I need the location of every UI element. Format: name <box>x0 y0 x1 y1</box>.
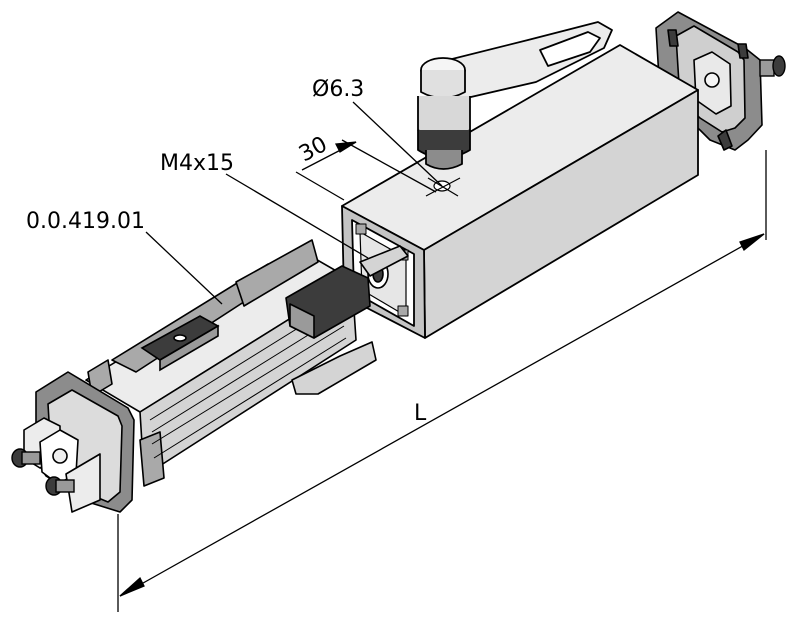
right-end-cap <box>655 11 763 151</box>
slot-nut <box>140 315 220 372</box>
dimension-l <box>117 150 767 612</box>
left-end-screws <box>11 448 75 496</box>
dimension-30 <box>295 139 437 201</box>
main-profile-tube <box>341 44 699 339</box>
clamp-lever <box>417 21 613 170</box>
clamp-shaft <box>285 245 409 339</box>
leader-lines <box>145 101 443 305</box>
diameter-label: Ø6.3 <box>312 77 364 102</box>
screw-spec-label: M4x15 <box>160 151 234 176</box>
left-end-cap <box>23 371 135 513</box>
right-end-screw <box>759 55 786 77</box>
part-number-label: 0.0.419.01 <box>26 209 145 234</box>
dimension-l-label: L <box>414 401 427 426</box>
dimension-30-label: 30 <box>295 132 331 167</box>
